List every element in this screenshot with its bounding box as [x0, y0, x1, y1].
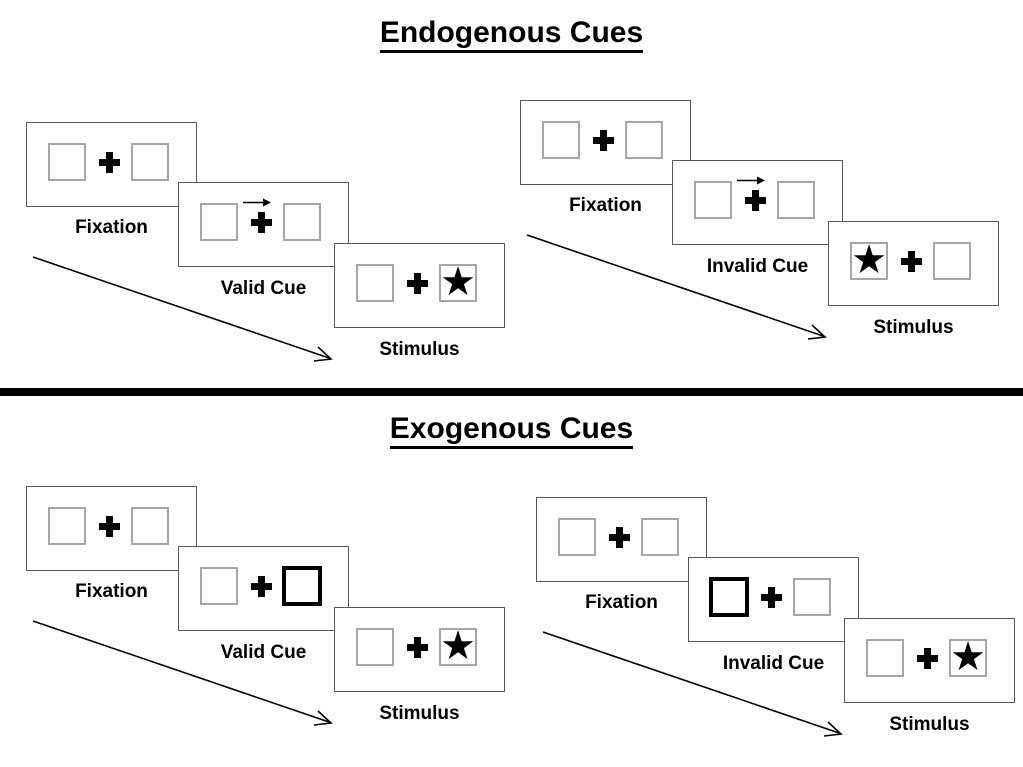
- target-star-icon: ★: [851, 237, 887, 283]
- placeholder-square-right: [283, 203, 321, 241]
- placeholder-square-right: [131, 507, 169, 545]
- peripheral-cue-box: [282, 566, 322, 606]
- target-star-icon: ★: [440, 623, 476, 669]
- panel-label: Stimulus: [873, 317, 954, 338]
- exogenous-section-title: Exogenous Cues: [0, 412, 1023, 449]
- sequence-arrow-icon: [542, 631, 843, 737]
- panel-label: Stimulus: [889, 714, 970, 735]
- placeholder-square-right: [933, 242, 971, 280]
- panel-label: Invalid Cue: [722, 653, 825, 674]
- exogenous-valid-sequence: Fixation Valid Cue ★ Stimulus: [26, 486, 526, 748]
- panel-label: Fixation: [585, 592, 658, 613]
- fixation-cross-icon: [99, 152, 120, 173]
- placeholder-square-left: [48, 143, 86, 181]
- endogenous-invalid-sequence: Fixation Invalid Cue ★ Stimulus: [520, 100, 1020, 362]
- target-square-left: ★: [850, 237, 888, 283]
- placeholder-square-left: [48, 507, 86, 545]
- placeholder-square-right: [625, 121, 663, 159]
- placeholder-square-right: [641, 518, 679, 556]
- stimulus-panel: ★: [334, 243, 505, 328]
- sequence-arrow-icon: [32, 256, 333, 362]
- sequence-arrow-icon: [526, 234, 827, 340]
- target-star-icon: ★: [950, 634, 986, 680]
- placeholder-square-left: [542, 121, 580, 159]
- section-title-text: Exogenous Cues: [389, 412, 634, 449]
- peripheral-cue-box: [709, 577, 749, 617]
- panel-label: Fixation: [569, 195, 642, 216]
- target-square-right: ★: [439, 623, 477, 669]
- placeholder-square-left: [558, 518, 596, 556]
- cue-panel: [178, 546, 349, 631]
- section-title-text: Endogenous Cues: [379, 16, 644, 53]
- fixation-panel: [520, 100, 691, 185]
- fixation-cross-icon: [609, 527, 630, 548]
- placeholder-square-left: [866, 639, 904, 677]
- placeholder-square-left: [356, 628, 394, 666]
- cue-panel: [178, 182, 349, 267]
- panel-label: Fixation: [75, 217, 148, 238]
- fixation-cross-icon: [761, 587, 782, 608]
- stimulus-panel: ★: [334, 607, 505, 692]
- panel-label: Stimulus: [379, 339, 460, 360]
- placeholder-square-left: [694, 181, 732, 219]
- target-square-right: ★: [949, 634, 987, 680]
- placeholder-square-right: [793, 578, 831, 616]
- fixation-cross-icon: [251, 576, 272, 597]
- target-star-icon: ★: [440, 259, 476, 305]
- cue-panel: [688, 557, 859, 642]
- cue-panel: [672, 160, 843, 245]
- panel-label: Stimulus: [379, 703, 460, 724]
- fixation-cross-icon: [593, 130, 614, 151]
- target-square-right: ★: [439, 259, 477, 305]
- fixation-cross-icon: [901, 251, 922, 272]
- fixation-panel: [536, 497, 707, 582]
- placeholder-square-left: [200, 203, 238, 241]
- fixation-panel: [26, 122, 197, 207]
- stimulus-panel: ★: [844, 618, 1015, 703]
- placeholder-square-left: [356, 264, 394, 302]
- fixation-cross-icon: [407, 637, 428, 658]
- panel-label: Valid Cue: [220, 278, 307, 299]
- placeholder-square-right: [131, 143, 169, 181]
- cue-arrow-icon: [243, 198, 271, 207]
- panel-label: Fixation: [75, 581, 148, 602]
- placeholder-square-left: [200, 567, 238, 605]
- fixation-panel: [26, 486, 197, 571]
- fixation-cross-icon: [407, 273, 428, 294]
- fixation-cross-icon: [99, 516, 120, 537]
- sequence-arrow-icon: [32, 620, 333, 726]
- endogenous-section-title: Endogenous Cues: [0, 16, 1023, 53]
- endogenous-valid-sequence: Fixation Valid Cue ★ Stimulus: [26, 122, 526, 384]
- stimulus-panel: ★: [828, 221, 999, 306]
- fixation-cross-icon: [251, 212, 272, 233]
- cue-arrow-icon: [737, 176, 765, 185]
- fixation-cross-icon: [745, 190, 766, 211]
- panel-label: Invalid Cue: [706, 256, 809, 277]
- exogenous-invalid-sequence: Fixation Invalid Cue ★ Stimulus: [536, 497, 1023, 759]
- placeholder-square-right: [777, 181, 815, 219]
- panel-label: Valid Cue: [220, 642, 307, 663]
- fixation-cross-icon: [917, 648, 938, 669]
- section-divider: [0, 388, 1023, 396]
